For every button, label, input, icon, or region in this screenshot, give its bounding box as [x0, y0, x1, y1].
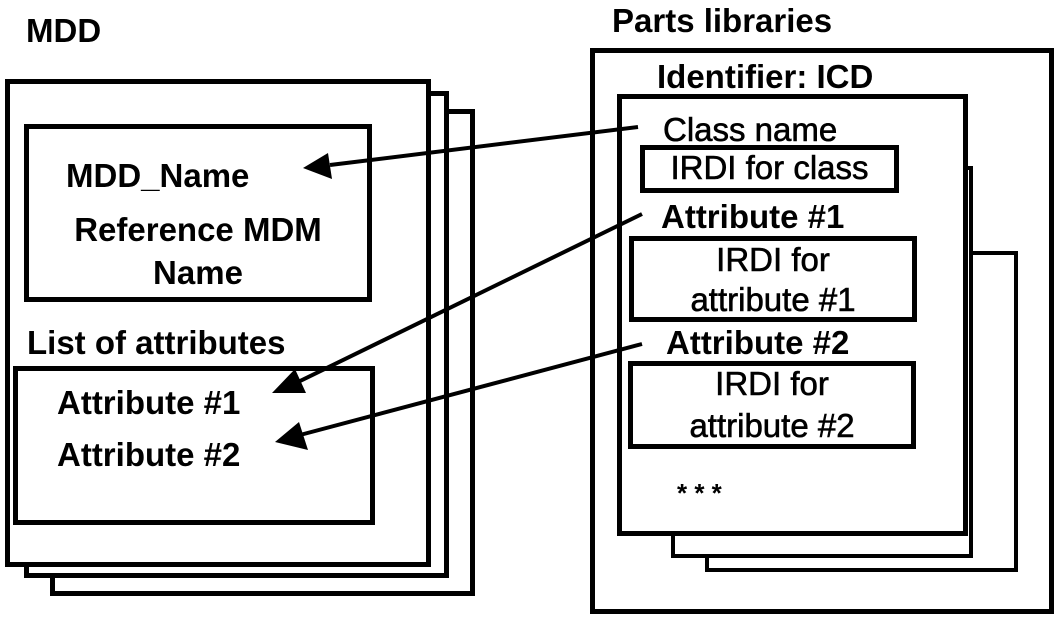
continuation-ellipsis: * * *: [677, 478, 722, 508]
irdi-attribute-2-line2: attribute #2: [689, 407, 855, 444]
parts-attribute-1: Attribute #1: [661, 198, 845, 235]
mdd-attribute-2: Attribute #2: [57, 436, 241, 473]
mdd-attribute-1: Attribute #1: [57, 384, 241, 421]
irdi-attribute-1-line1: IRDI for: [716, 241, 830, 278]
identifier-label: Identifier: ICD: [657, 58, 874, 95]
irdi-class-box: [640, 145, 899, 193]
mdd-title: MDD: [26, 12, 102, 49]
parts-attribute-2: Attribute #2: [666, 324, 850, 361]
irdi-attribute-1-box: [629, 236, 917, 322]
irdi-attribute-1-line2: attribute #1: [690, 281, 856, 318]
mdd-reference-mdm-name: Reference MDM: [74, 211, 322, 248]
irdi-attribute-2-box: [628, 361, 916, 449]
irdi-attribute-2-line1: IRDI for: [715, 365, 829, 402]
mdd-list-label: List of attributes: [27, 324, 286, 361]
mdd-reference-mdm-name-line2: Name: [153, 254, 243, 291]
mdd-name: MDD_Name: [66, 157, 250, 194]
parts-class-name: Class name: [663, 111, 838, 148]
irdi-class-label: IRDI for class: [670, 149, 869, 186]
parts-libraries-title: Parts libraries: [612, 2, 833, 39]
